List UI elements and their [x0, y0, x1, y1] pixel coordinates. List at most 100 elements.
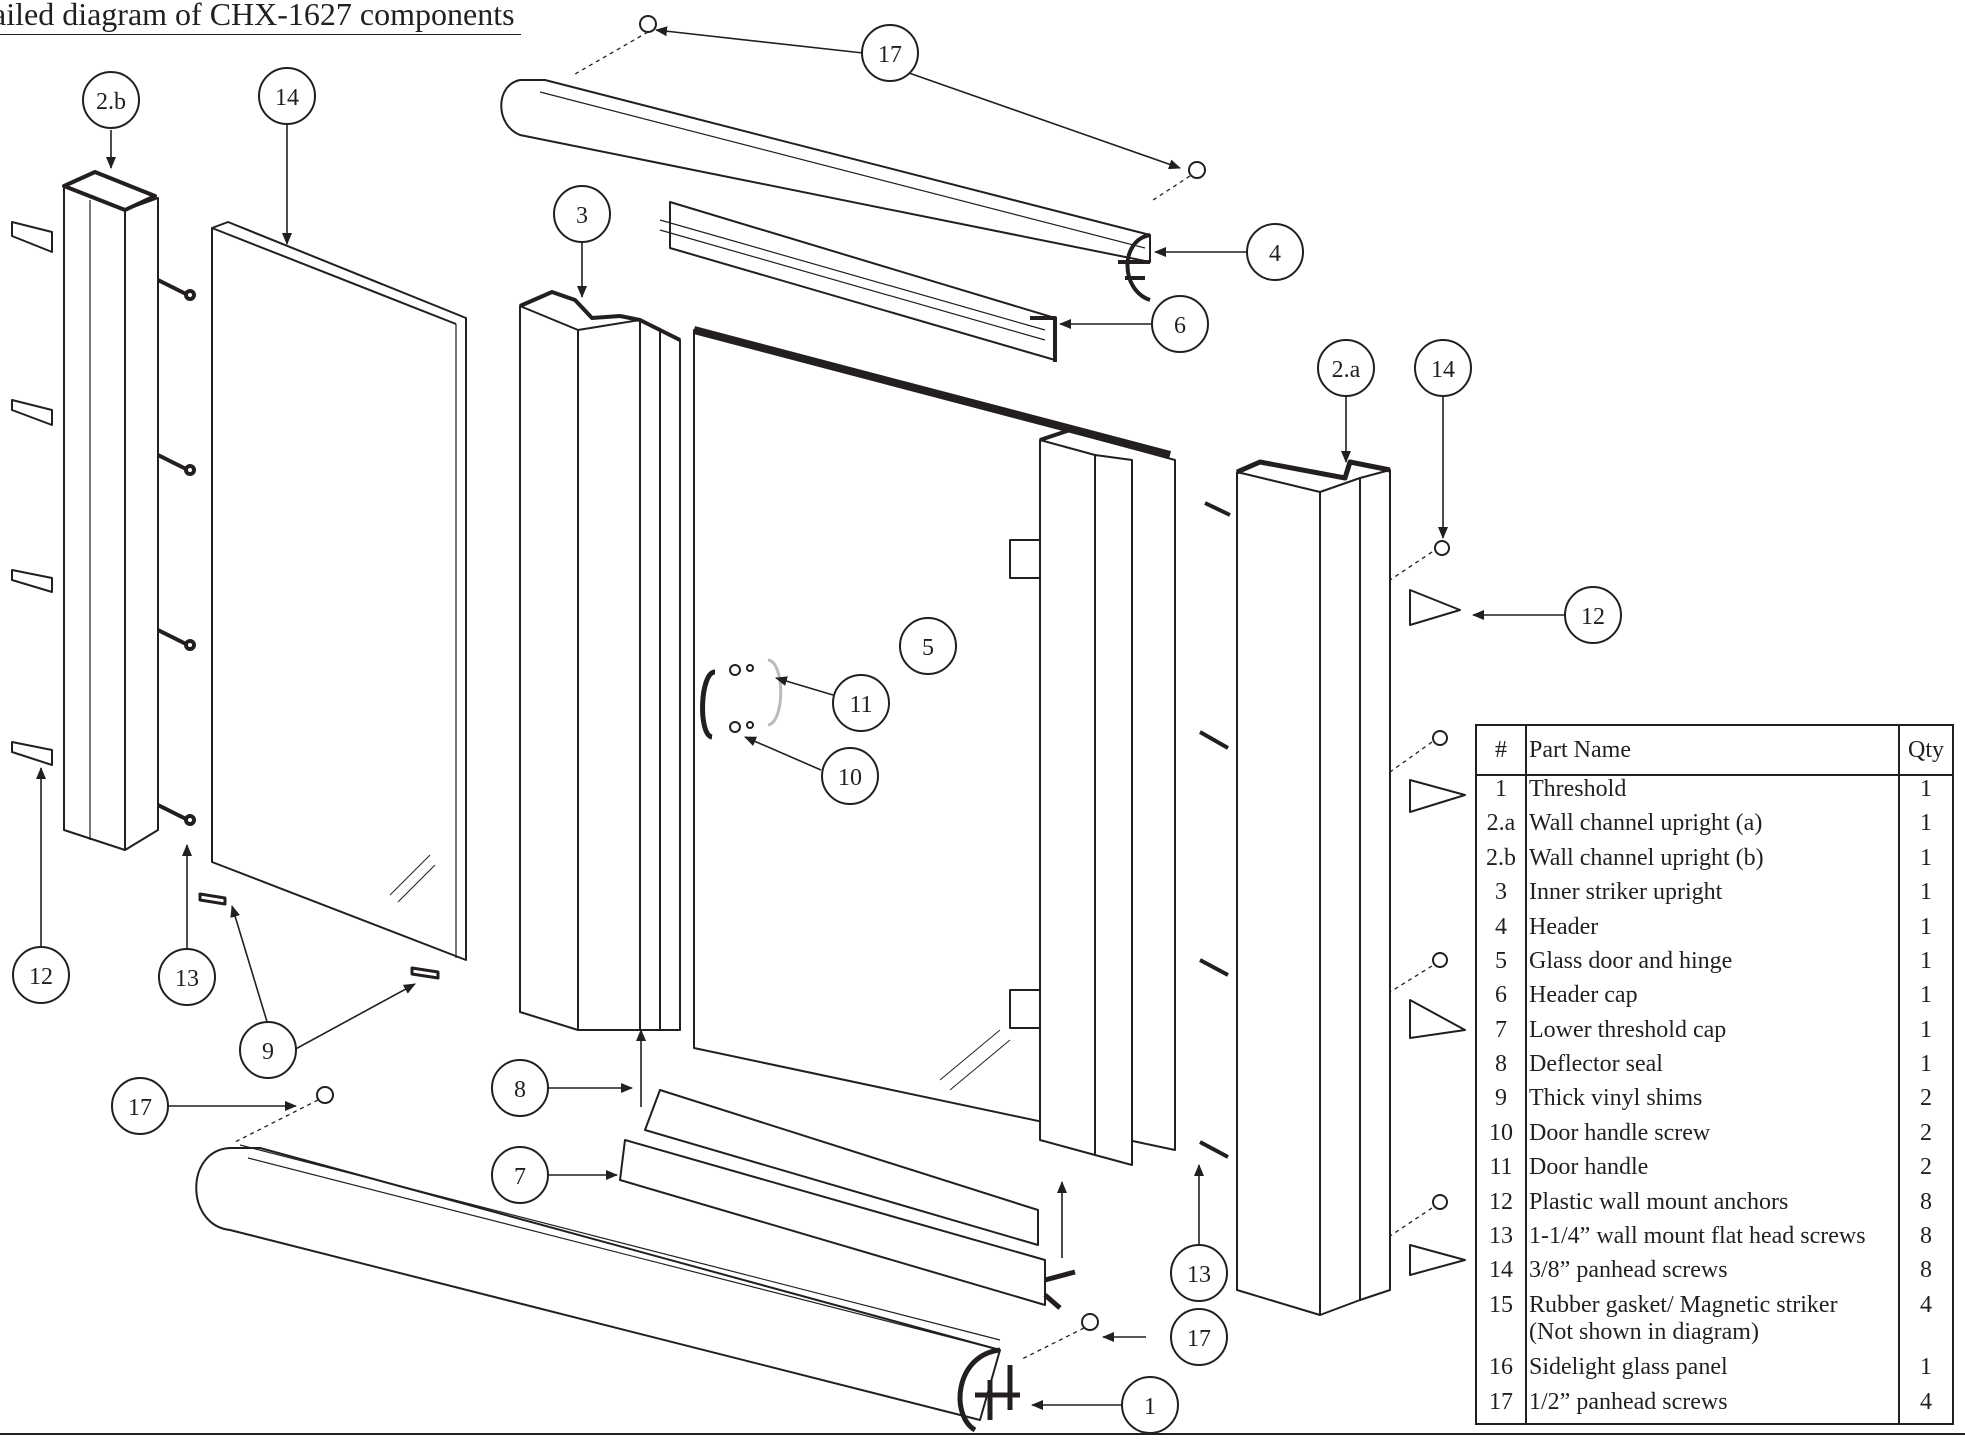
panhead-screws-right	[316, 15, 1450, 1331]
part-number: 10	[1476, 1119, 1527, 1155]
part-qty: 8	[1898, 1222, 1953, 1258]
svg-text:8: 8	[514, 1077, 526, 1103]
part-name: Header	[1529, 913, 1599, 940]
flat-screws-left	[157, 278, 196, 826]
part-name: Door handle	[1529, 1154, 1649, 1181]
svg-text:10: 10	[838, 765, 862, 791]
part-name: Header cap	[1529, 982, 1638, 1009]
part-name: Threshold	[1529, 776, 1627, 802]
svg-text:17: 17	[1187, 1326, 1211, 1352]
callout-17-top: 17	[861, 24, 919, 82]
svg-text:2.b: 2.b	[96, 89, 126, 115]
svg-text:9: 9	[262, 1039, 274, 1065]
part-number: 1	[1476, 775, 1527, 811]
callout-12-right: 12	[1564, 586, 1622, 644]
callout-12-left: 12	[12, 946, 70, 1004]
inner-striker-upright	[519, 290, 681, 1031]
part-qty: 1	[1898, 844, 1953, 880]
part-qty: 2	[1898, 1154, 1953, 1189]
part-number: 8	[1476, 1051, 1527, 1086]
part-number: 13	[1476, 1222, 1527, 1258]
svg-text:17: 17	[128, 1095, 152, 1121]
sidelight-glass-panel	[211, 221, 467, 961]
part-name: Glass door and hinge	[1529, 947, 1733, 974]
svg-text:12: 12	[1581, 604, 1605, 630]
part-number: 11	[1476, 1154, 1527, 1189]
header-number: #	[1476, 725, 1527, 776]
part-qty: 1	[1898, 775, 1953, 811]
callout-17-bottom-right: 17	[1170, 1308, 1228, 1366]
bottom-rule	[0, 1433, 1965, 1435]
part-qty: 2	[1898, 1119, 1953, 1155]
callout-6: 6	[1151, 295, 1209, 353]
part-name: 3/8” panhead screws	[1529, 1257, 1728, 1284]
part-number: 4	[1476, 913, 1527, 948]
part-qty: 4	[1898, 1388, 1953, 1424]
callout-2b: 2.b	[82, 71, 140, 129]
part-qty: 2	[1898, 1085, 1953, 1120]
part-name: Plastic wall mount anchors	[1529, 1188, 1789, 1215]
alignment-lines	[234, 31, 1433, 1361]
callout-10: 10	[821, 747, 879, 805]
door-handle	[700, 658, 783, 740]
svg-text:7: 7	[514, 1164, 526, 1190]
part-name: 1/2” panhead screws	[1529, 1388, 1728, 1415]
wall-channel-a	[1236, 459, 1391, 1316]
part-number: 15	[1476, 1291, 1527, 1355]
header-rail	[500, 79, 1151, 302]
callout-5: 5	[899, 617, 957, 675]
header-qty: Qty	[1898, 725, 1953, 776]
part-qty: 1	[1898, 982, 1953, 1017]
part-name: Door handle screw	[1529, 1119, 1711, 1146]
part-name-note: (Not shown in diagram)	[1529, 1318, 1759, 1345]
vinyl-shims	[198, 892, 440, 980]
svg-text:6: 6	[1174, 313, 1186, 339]
callout-14-right: 14	[1414, 339, 1472, 397]
part-name: Thick vinyl shims	[1529, 1085, 1703, 1112]
part-number: 3	[1476, 879, 1527, 914]
svg-text:13: 13	[175, 966, 199, 992]
svg-text:14: 14	[1431, 357, 1455, 383]
diagram-title: ailed diagram of CHX-1627 components	[0, 0, 521, 35]
part-qty: 8	[1898, 1188, 1953, 1223]
callout-4: 4	[1246, 223, 1304, 281]
part-name: Sidelight glass panel	[1529, 1354, 1728, 1381]
callout-1: 1	[1121, 1376, 1179, 1434]
wall-channel-b	[62, 170, 159, 851]
svg-text:12: 12	[29, 964, 53, 990]
part-number: 9	[1476, 1085, 1527, 1120]
part-qty: 4	[1898, 1291, 1953, 1355]
part-number: 16	[1476, 1354, 1527, 1389]
svg-text:17: 17	[878, 42, 902, 68]
callout-8: 8	[491, 1059, 549, 1117]
svg-text:11: 11	[849, 692, 872, 718]
callout-balloons: 17 17 17 2.b 14 3 4 6 2.a 14 12 5 11 10 …	[12, 24, 1622, 1434]
callout-2a: 2.a	[1317, 339, 1375, 397]
part-number: 17	[1476, 1388, 1527, 1424]
svg-text:13: 13	[1187, 1262, 1211, 1288]
part-qty: 1	[1898, 810, 1953, 845]
header-cap	[659, 201, 1057, 362]
part-name: 1-1/4” wall mount flat head screws	[1529, 1222, 1866, 1249]
parts-table-header: # Part Name Qty	[1476, 725, 1953, 776]
part-qty: 1	[1898, 947, 1953, 983]
svg-text:5: 5	[922, 635, 934, 661]
part-qty: 8	[1898, 1257, 1953, 1292]
part-name: Rubber gasket/ Magnetic striker	[1529, 1291, 1838, 1318]
callout-13-left: 13	[158, 948, 216, 1006]
threshold	[195, 1144, 1020, 1433]
